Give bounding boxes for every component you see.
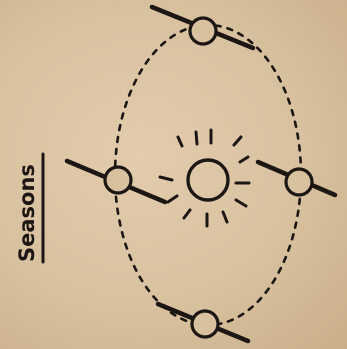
earth-right-globe xyxy=(286,169,312,195)
title-group: Seasons xyxy=(15,154,43,262)
diagram-title: Seasons xyxy=(15,164,39,262)
earth-bottom-globe xyxy=(192,311,218,337)
sun-rays xyxy=(160,130,249,226)
earth-left-globe xyxy=(105,167,131,193)
sun-icon xyxy=(160,130,249,226)
earth-top xyxy=(152,7,253,48)
earth-top-globe xyxy=(190,18,216,44)
earth-bottom xyxy=(158,304,248,341)
orbit-path xyxy=(115,25,301,325)
sun-body xyxy=(188,160,228,200)
earth-right xyxy=(258,162,335,195)
